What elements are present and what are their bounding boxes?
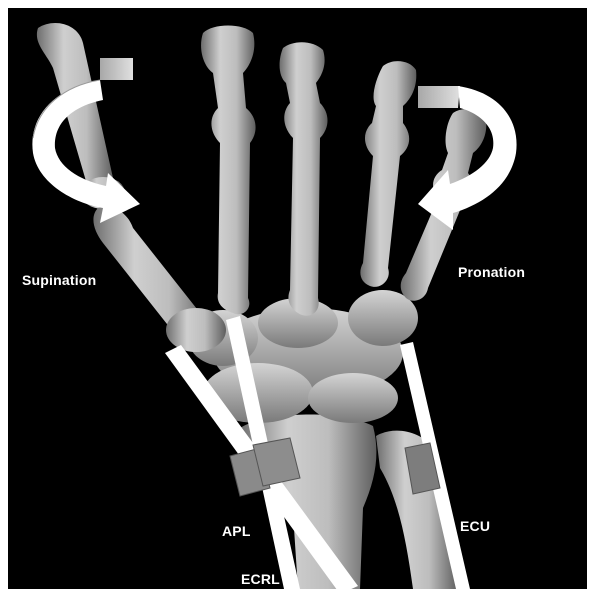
index-finger-bones [201,26,256,315]
apl-label: APL [222,523,251,539]
supination-label: Supination [22,272,96,288]
figure-frame: Supination Pronation APL ECRL ECU [8,8,587,589]
hand-wrist-illustration [8,8,587,589]
middle-finger-bones [280,42,328,315]
ecu-label: ECU [460,518,490,534]
ring-finger-bones [360,61,416,287]
pronation-label: Pronation [458,264,525,280]
ecrl-label: ECRL [241,571,280,587]
